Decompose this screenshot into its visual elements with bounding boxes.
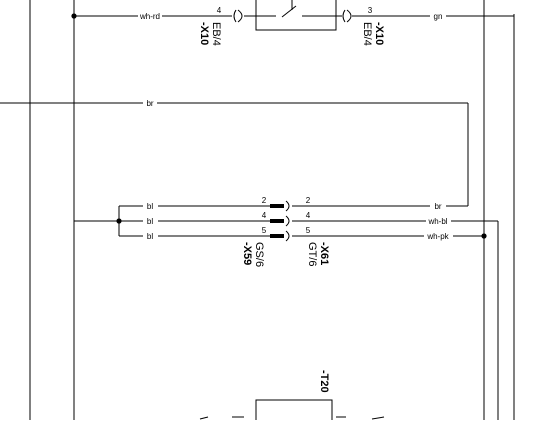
connector-plug	[237, 9, 243, 23]
pin-label: 5	[306, 226, 311, 235]
pin-socket	[285, 215, 290, 227]
wire-label-gn: gn	[434, 12, 443, 21]
pin-label: 2	[306, 196, 311, 205]
pin-label: 4	[217, 6, 222, 15]
component-id-t20: -T20	[318, 370, 330, 393]
pin-label: 4	[306, 211, 311, 220]
pin-socket	[285, 230, 290, 242]
wire-label-br: br	[146, 99, 153, 108]
switch-box	[255, 0, 337, 31]
wire-label-bl: bl	[147, 232, 153, 241]
switch-blade	[281, 5, 297, 18]
connector-socket	[233, 9, 237, 23]
pin-socket	[285, 200, 290, 212]
component-box	[255, 399, 333, 420]
wire-label-wh-bl: wh-bl	[427, 217, 447, 226]
wire-label-bl: bl	[147, 217, 153, 226]
wire-label-wh-rd: wh-rd	[139, 12, 160, 21]
connector-id-right: -X10	[373, 22, 385, 45]
connector-type-gt6: GT/6	[306, 242, 318, 266]
connector-plug	[346, 9, 352, 23]
pin-label: 4	[262, 211, 267, 220]
junction-dot	[481, 233, 487, 239]
connector-type-left: EB/4	[210, 22, 222, 46]
pin-label: 5	[262, 226, 267, 235]
wire-label-br: br	[434, 202, 441, 211]
wire-stub	[199, 416, 209, 420]
connector-id-x61: -X61	[318, 242, 330, 265]
wire-label-bl: bl	[147, 202, 153, 211]
connector-id-x59: -X59	[241, 242, 253, 265]
connector-id-left: -X10	[198, 22, 210, 45]
connector-type-right: EB/4	[361, 22, 373, 46]
wire-label-wh-pk: wh-pk	[426, 232, 449, 241]
pin-label: 2	[262, 196, 267, 205]
wire-stub	[371, 416, 385, 420]
pin-label: 3	[368, 6, 373, 15]
connector-socket	[342, 9, 346, 23]
connector-type-gs6: GS/6	[253, 242, 265, 267]
